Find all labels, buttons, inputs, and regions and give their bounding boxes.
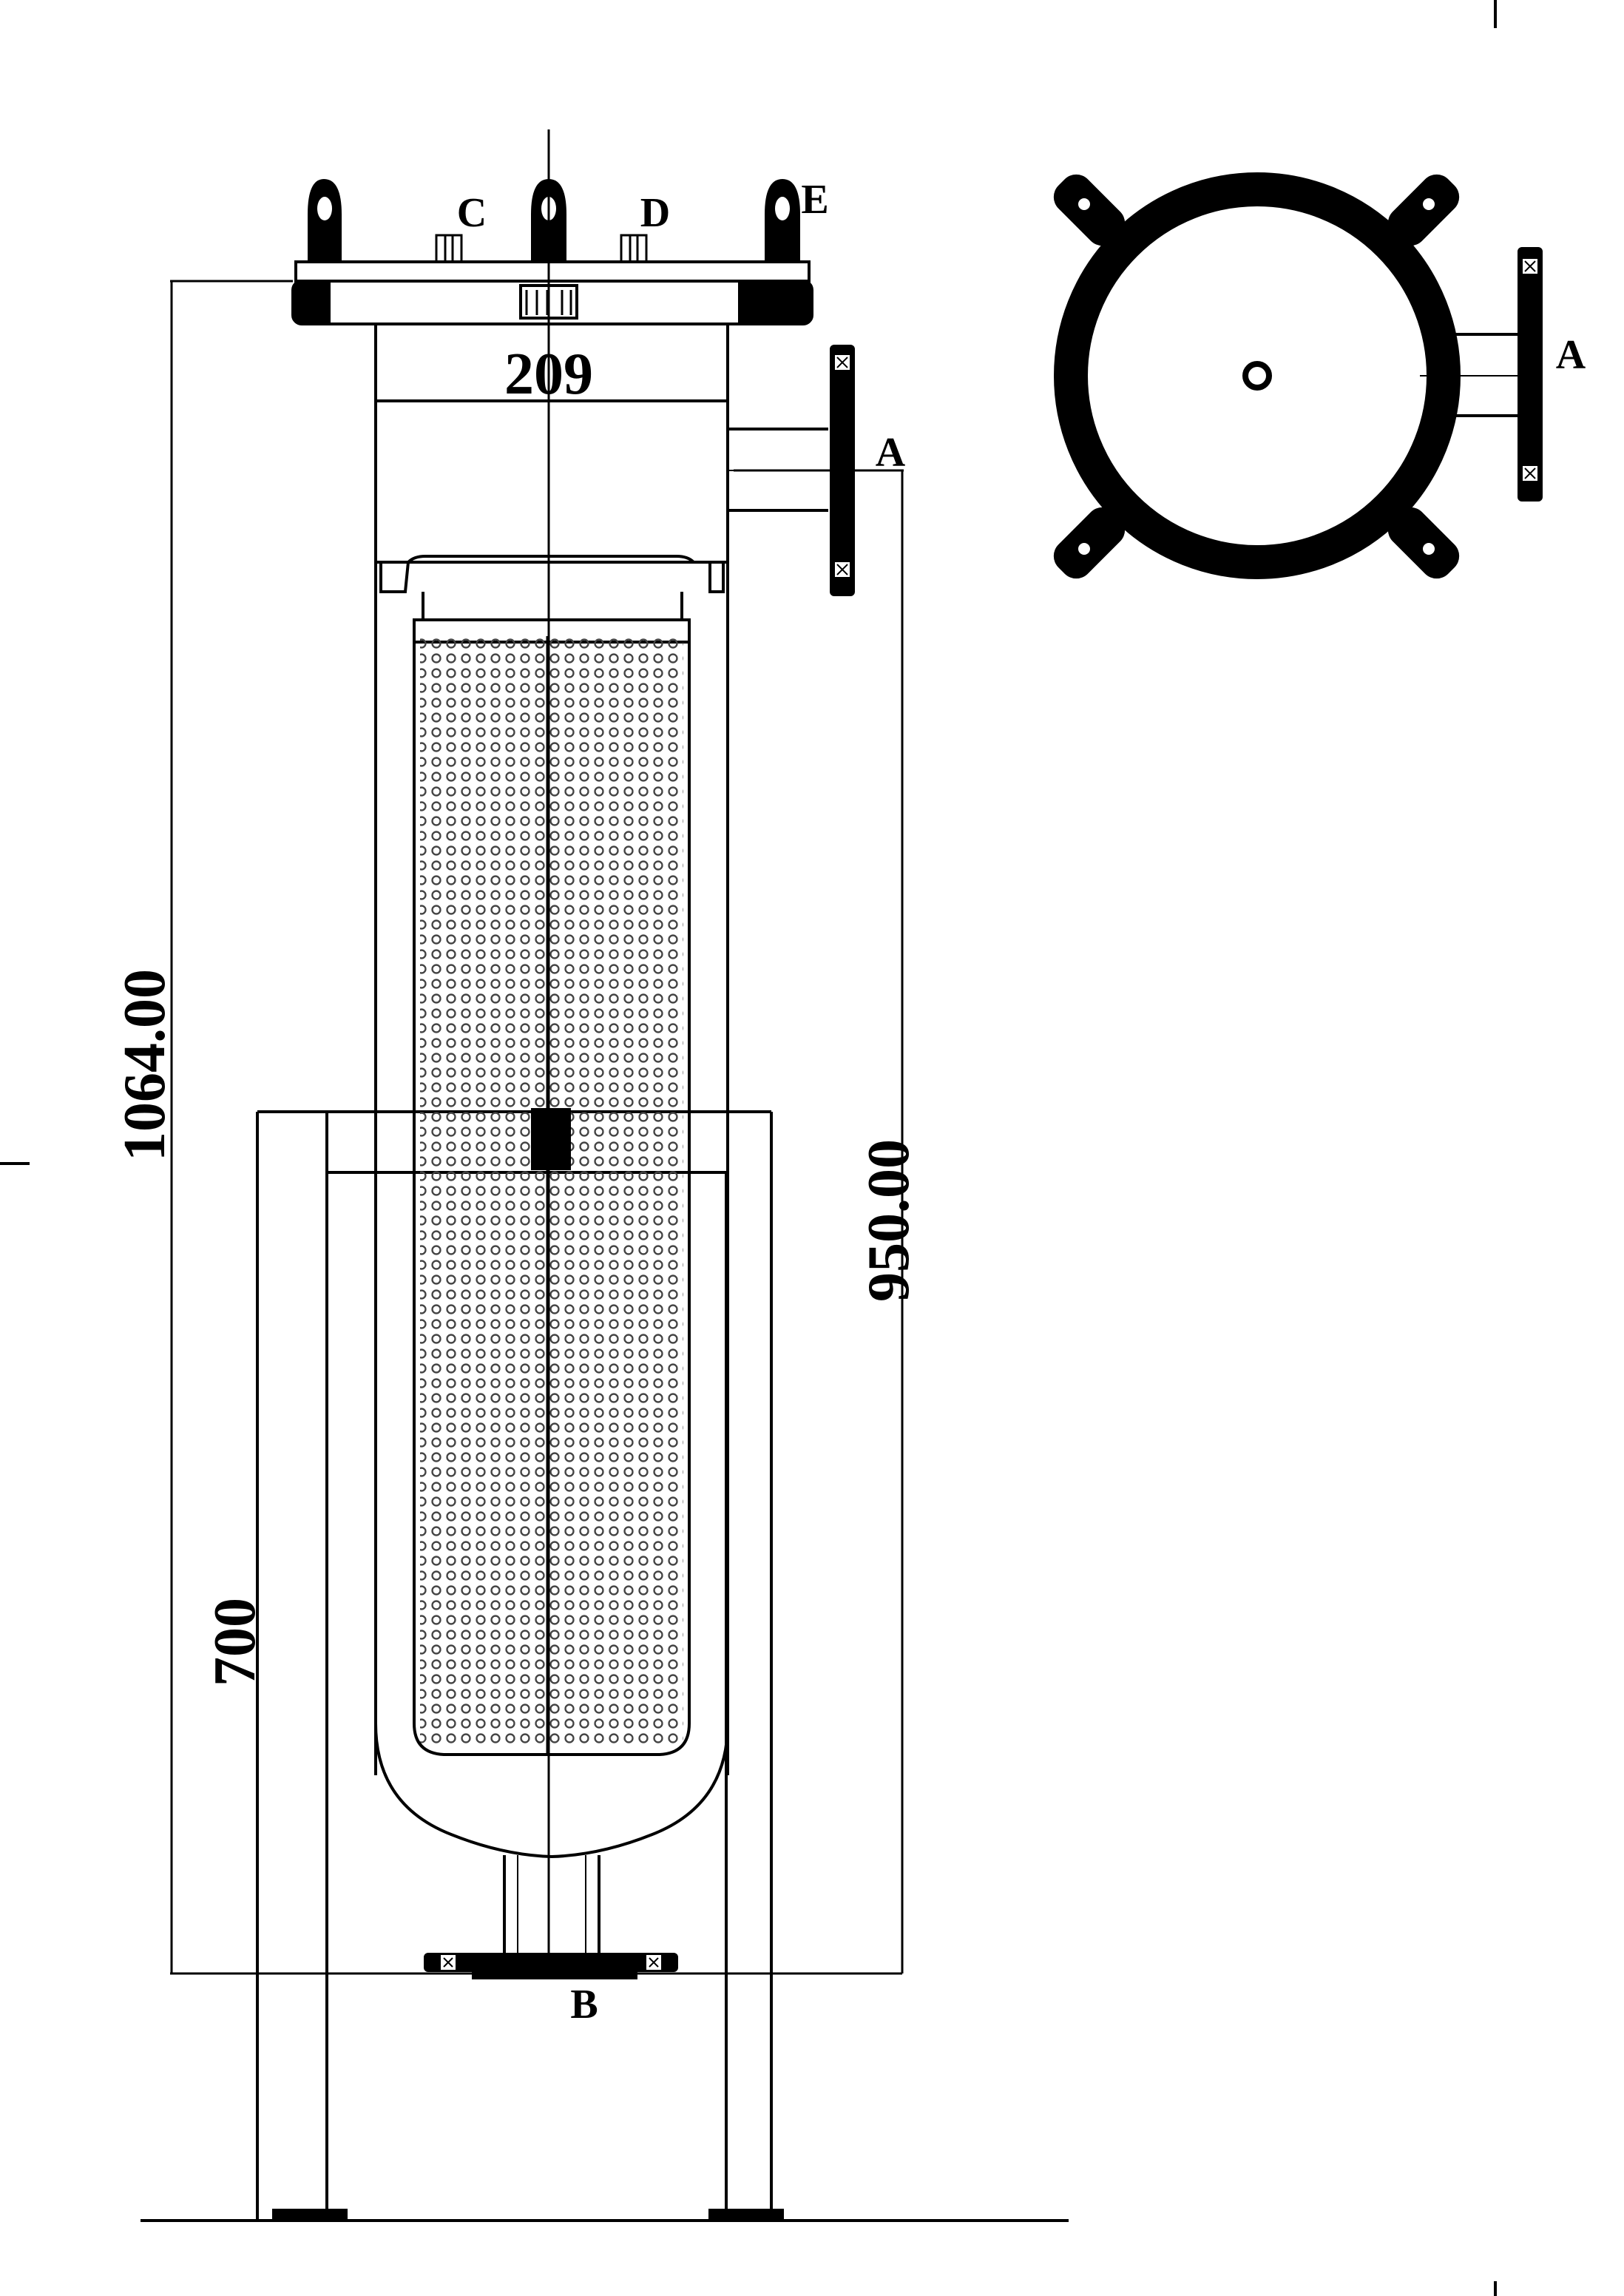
port-label-d: D [640, 190, 670, 236]
dimension-lines [170, 280, 904, 1975]
leg-height-dimension: 700 [203, 1598, 268, 1686]
front-view [256, 129, 855, 2222]
top-cover [291, 260, 813, 325]
top-view-shell [1054, 172, 1461, 579]
top-view-center-port [1242, 361, 1272, 391]
filter-basket [379, 555, 725, 1756]
inlet-label-a: A [876, 430, 906, 476]
eye-bolts [308, 178, 800, 263]
port-label-e: E [801, 177, 828, 223]
top-view-inlet [1420, 247, 1543, 502]
outlet-height-dimension: 950.00 [856, 1139, 921, 1302]
top-view-lugs [1053, 174, 1460, 579]
port-label-c: C [457, 190, 487, 236]
top-view-inlet-label: A [1556, 332, 1586, 378]
small-ports [435, 234, 648, 263]
sheet-tick-marks [0, 0, 1497, 2296]
outlet-pipe [424, 1855, 678, 1979]
support-legs [256, 1110, 784, 2222]
top-view [1053, 172, 1543, 579]
outlet-label-b: B [570, 1982, 598, 2027]
overall-height-dimension: 1064.00 [112, 969, 177, 1161]
diameter-dimension: 209 [504, 342, 593, 407]
